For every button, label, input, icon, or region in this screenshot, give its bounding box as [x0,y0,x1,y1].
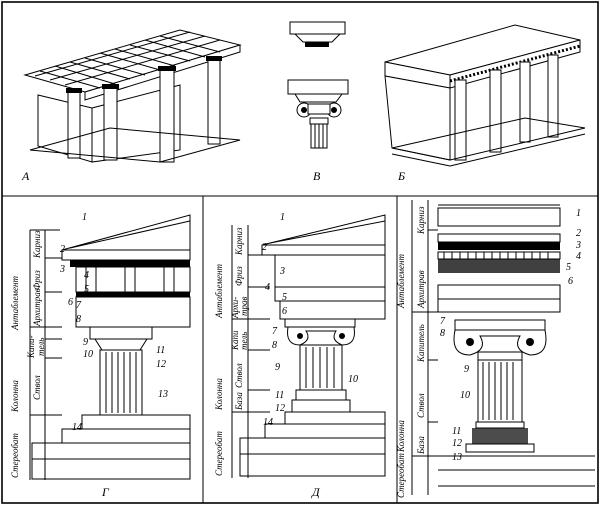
panel-b-letter: Б [397,169,405,183]
panel-v-letter: В [313,169,321,183]
panel-g-group-column: Колонна [10,380,20,413]
panel-e-group-stereobate: Стереобат [396,453,406,498]
panel-d-callout-11: 11 [275,390,284,401]
panel-e-callout-5: 5 [566,262,571,273]
panel-e-callout-3: 3 [575,240,581,251]
panel-g-part-architrave: Архитрав [32,288,42,327]
panel-d-part-frieze: Фриз [234,266,244,286]
panel-g-callout-8: 8 [76,314,81,325]
panel-g-callout-2: 2 [60,244,65,255]
panel-d-part-capital-2: тель [239,332,249,350]
panel-g-callout-7: 7 [76,300,82,311]
panel-e-callout-2: 2 [576,228,581,239]
panel-g-part-capital-1: Капи- [26,336,36,359]
panel-e-part-capital: Капитель [416,324,426,363]
panel-b-drawing [384,24,586,167]
panel-g-drawing [29,214,191,480]
panel-d-callout-4: 4 [265,282,270,293]
panel-d-drawing [231,214,386,478]
panel-g-part-capital-2: тель [36,338,46,356]
panel-e-callout-9: 9 [464,364,469,375]
panel-e-callout-12: 12 [452,438,462,449]
panel-g-callout-13: 13 [158,389,168,400]
panel-e-part-shaft: Ствол [416,393,426,418]
panel-g-callout-9: 9 [83,337,88,348]
panel-v-drawing [287,21,349,149]
panel-g-part-shaft: Ствол [32,375,42,400]
panel-d-part-shaft: Ствол [234,363,244,388]
panel-d-callout-14: 14 [263,417,273,428]
panel-g-callout-6: 6 [68,297,73,308]
panel-g-callout-11: 11 [156,345,165,356]
panel-d-letter: Д [311,485,321,499]
panel-g-callout-4: 4 [84,270,89,281]
panel-d-callout-10: 10 [348,374,358,385]
panel-g-group-stereobate: Стереобат [10,433,20,478]
panel-g-callout-1: 1 [82,212,87,223]
panel-g-part-frieze: Фриз [32,270,42,290]
panel-d-callout-6: 6 [282,306,287,317]
panel-a-drawing [23,29,242,163]
panel-d-group-entablature: Антаблемент [214,264,224,319]
panel-e-group-column: Колонна [396,420,406,453]
panel-d-callout-3: 3 [279,266,285,277]
panel-d-callout-1: 1 [280,212,285,223]
panel-e-callout-8: 8 [440,328,445,339]
panel-d-callout-2: 2 [262,242,267,253]
panel-d-part-architrave-1: Архи- [230,297,240,319]
panel-e-group-entablature: Антаблемент [396,254,406,309]
panel-d-callout-9: 9 [275,362,280,373]
panel-d-part-capital-1: Капи [230,330,240,351]
panel-d-part-cornice: Карниз [234,227,244,256]
panel-e-callout-7: 7 [440,316,446,327]
panel-g-callout-3: 3 [59,264,65,275]
panel-d-callout-12: 12 [275,403,285,414]
panel-g-letter: Г [101,485,110,499]
panel-g-group-entablature: Антаблемент [10,276,20,331]
panel-e-part-base: База [416,436,426,455]
panel-d-callout-7: 7 [272,326,278,337]
panel-e-drawing [411,200,595,495]
panel-g-callout-5: 5 [84,284,89,295]
panel-g-callout-12: 12 [156,359,166,370]
panel-e-part-cornice: Карниз [416,206,426,235]
panel-d-callout-8: 8 [272,340,277,351]
panel-g-callouts: 1 2 3 4 5 6 7 8 9 10 11 12 13 14 [59,212,168,433]
panel-e-callout-11: 11 [452,426,461,437]
panel-g-part-cornice: Карниз [32,230,42,259]
panel-e-part-architrave: Архитрав [416,270,426,309]
panel-e-callout-13: 13 [452,452,462,463]
panel-e-callouts: 1 2 3 4 5 6 7 8 9 10 11 12 13 [440,208,581,463]
panel-a-letter: А [21,169,30,183]
panel-e-callout-1: 1 [576,208,581,219]
panel-d-part-base: База [234,392,244,411]
panel-g-callout-10: 10 [83,349,93,360]
panel-e-callout-10: 10 [460,390,470,401]
panel-e-callout-4: 4 [576,251,581,262]
panel-e-callout-6: 6 [568,276,573,287]
panel-d-callout-5: 5 [282,292,287,303]
panel-d-part-architrave-2: трав [239,297,249,316]
panel-d-group-stereobate: Стереобат [214,431,224,476]
panel-d-callouts: 1 2 3 4 5 6 7 8 9 10 11 12 14 [262,212,358,428]
panel-d-group-column: Колонна [214,378,224,411]
panel-g-callout-14: 14 [72,422,82,433]
